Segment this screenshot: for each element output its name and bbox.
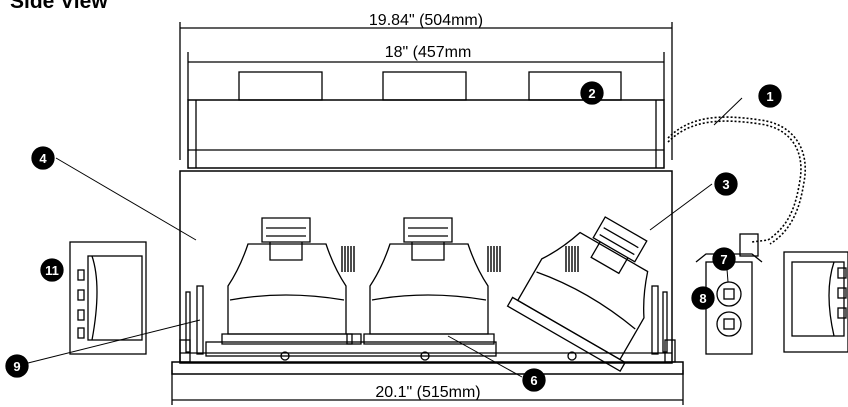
svg-text:2: 2 xyxy=(588,86,595,101)
callout-7: 7 xyxy=(712,247,736,271)
svg-text:9: 9 xyxy=(13,359,20,374)
svg-text:8: 8 xyxy=(699,291,706,306)
svg-text:4: 4 xyxy=(39,151,47,166)
lamp-tilted xyxy=(506,216,649,372)
right-mounting-bracket xyxy=(783,251,848,353)
svg-text:6: 6 xyxy=(530,373,537,388)
left-mounting-bracket xyxy=(69,241,147,355)
flexible-conduit xyxy=(667,116,806,245)
dimension-overall-top-label: 19.84" (504mm) xyxy=(369,12,483,29)
callout-11: 11 xyxy=(40,258,64,282)
callout-1: 1 xyxy=(758,84,782,108)
svg-text:3: 3 xyxy=(722,177,729,192)
dimension-housing-top-label: 18" (457mm xyxy=(385,44,472,61)
vent-slots xyxy=(341,246,579,272)
dimension-overall-top: 19.84" (504mm) xyxy=(179,12,673,160)
callout-6: 6 xyxy=(522,368,546,392)
dimension-bottom-label: 20.1" (515mm) xyxy=(375,384,480,401)
svg-text:1: 1 xyxy=(766,89,773,104)
callout-2: 2 xyxy=(580,81,604,105)
diagram-title: Side View xyxy=(10,0,108,13)
leader-lines xyxy=(19,97,743,378)
lamp-left xyxy=(221,217,353,345)
bottom-rail xyxy=(171,333,684,375)
dimension-housing-top: 18" (457mm xyxy=(187,44,665,100)
svg-text:11: 11 xyxy=(45,263,59,278)
dimension-bottom: 20.1" (515mm) xyxy=(171,370,684,405)
svg-text:7: 7 xyxy=(720,252,727,267)
callout-4: 4 xyxy=(31,146,55,170)
lamp-center xyxy=(363,217,495,345)
callout-9: 9 xyxy=(5,354,29,378)
callout-8: 8 xyxy=(691,286,715,310)
junction-box xyxy=(187,71,665,169)
callout-3: 3 xyxy=(714,172,738,196)
